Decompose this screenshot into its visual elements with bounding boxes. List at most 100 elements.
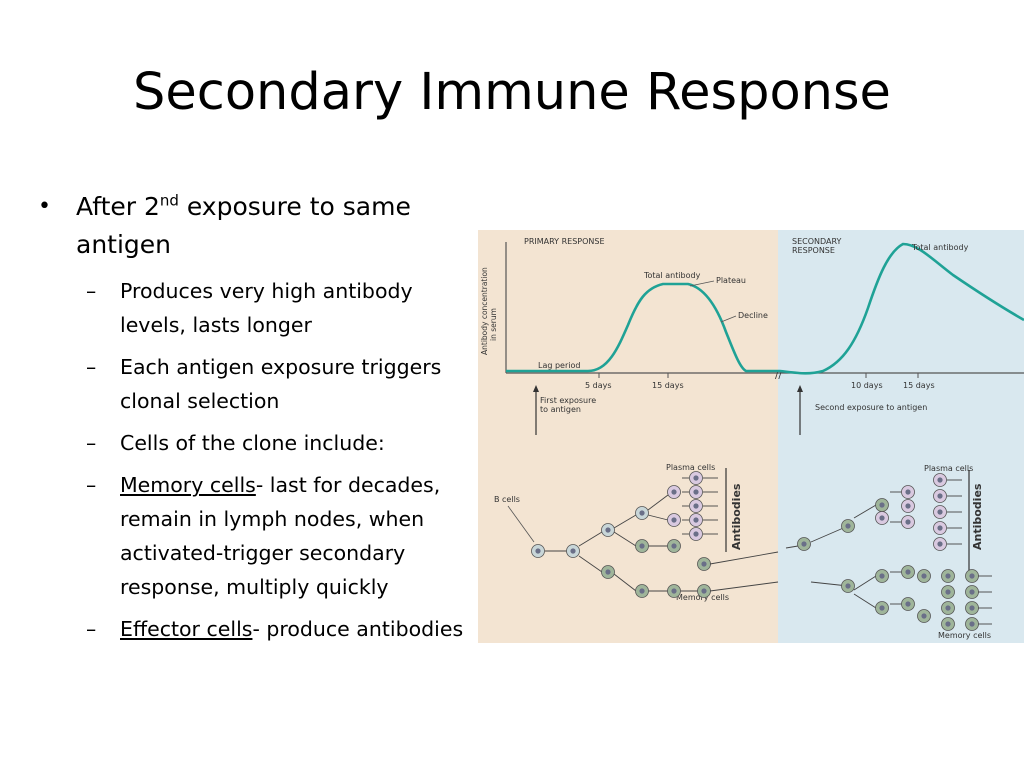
b-cell-nucleus xyxy=(639,510,645,516)
plasma-cell-nucleus xyxy=(693,517,699,523)
memory-cell-nucleus xyxy=(969,573,975,579)
b-cell-nucleus xyxy=(535,548,541,554)
sub-bullet-item: –Produces very high antibody levels, las… xyxy=(30,274,480,342)
memory-cell-nucleus xyxy=(969,605,975,611)
immune-response-figure: // PRIMARY RESPONSE SECONDARY RESPONSE A… xyxy=(478,230,1024,643)
second-exposure-arrowhead xyxy=(797,385,803,392)
bullet-list: • After 2nd exposure to same antigen –Pr… xyxy=(30,188,480,654)
bullet-dot-icon: • xyxy=(38,194,51,219)
plasma-cells-label-secondary: Plasma cells xyxy=(924,464,973,473)
lineage-arrow xyxy=(613,573,637,592)
memory-cells-label-secondary: Memory cells xyxy=(938,631,991,640)
memory-cell-nucleus xyxy=(639,543,645,549)
decline-pointer xyxy=(720,315,737,323)
memory-cell-nucleus xyxy=(969,589,975,595)
tick-label-5-days: 5 days xyxy=(585,381,612,390)
plasma-cell-nucleus xyxy=(937,541,943,547)
dash-icon: – xyxy=(86,355,97,379)
lineage-arrow xyxy=(647,514,669,521)
memory-cell-nucleus xyxy=(879,573,885,579)
memory-cell-nucleus xyxy=(945,573,951,579)
plasma-cells-label-primary: Plasma cells xyxy=(666,463,715,472)
memory-cell-nucleus xyxy=(879,605,885,611)
lineage-arrow xyxy=(853,593,877,609)
memory-cell-nucleus xyxy=(905,601,911,607)
lineage-arrow xyxy=(578,531,603,547)
sub-bullet-text: Cells of the clone include: xyxy=(120,431,385,455)
b-cell-nucleus xyxy=(570,548,576,554)
break-mark: // xyxy=(775,370,782,381)
antibodies-label-secondary: Antibodies xyxy=(971,483,984,550)
secondary-response-label-1: SECONDARY xyxy=(792,237,842,246)
b-cells-pointer xyxy=(507,505,535,543)
sub-bullet-item: –Effector cells- produce antibodies xyxy=(30,612,480,646)
lineage-arrow xyxy=(785,545,799,549)
memory-cell-nucleus xyxy=(921,613,927,619)
primary-panel-bg xyxy=(478,230,778,643)
lineage-arrow xyxy=(853,575,877,591)
antibodies-label-primary: Antibodies xyxy=(730,483,743,550)
plasma-cell-nucleus xyxy=(693,489,699,495)
secondary-response-label-2: RESPONSE xyxy=(792,246,835,255)
sub-bullet-item: –Cells of the clone include: xyxy=(30,426,480,460)
primary-response-label: PRIMARY RESPONSE xyxy=(524,237,605,246)
memory-cell-nucleus xyxy=(701,588,707,594)
first-exposure-label-2: to antigen xyxy=(540,405,581,414)
plasma-cell-nucleus xyxy=(693,475,699,481)
memory-cell-nucleus xyxy=(945,589,951,595)
bullet-text-before: After 2 xyxy=(76,192,160,221)
figure-svg: // PRIMARY RESPONSE SECONDARY RESPONSE A… xyxy=(478,230,1024,643)
sub-bullet-text: - produce antibodies xyxy=(252,617,464,641)
memory-cell-nucleus xyxy=(845,583,851,589)
memory-cell-nucleus xyxy=(921,573,927,579)
plasma-cell-nucleus xyxy=(905,503,911,509)
first-exposure-label-1: First exposure xyxy=(540,396,596,405)
antibodies-text-secondary: Antibodies xyxy=(971,483,984,550)
y-axis-label: Antibody concentration in serum xyxy=(480,267,498,355)
plasma-cell-nucleus xyxy=(937,509,943,515)
sub-bullet-list: –Produces very high antibody levels, las… xyxy=(30,274,480,646)
plasma-cell-nucleus xyxy=(937,477,943,483)
memory-cell-nucleus xyxy=(969,621,975,627)
cell-lineage-diagram xyxy=(531,471,992,631)
memory-cell-nucleus xyxy=(671,588,677,594)
plasma-cell-nucleus xyxy=(905,519,911,525)
y-axis-label-1: Antibody concentration xyxy=(480,267,489,355)
plasma-cell-nucleus xyxy=(937,525,943,531)
secondary-panel-bg xyxy=(778,230,1024,643)
sub-bullet-text: Each antigen exposure triggers clonal se… xyxy=(120,355,442,413)
plasma-cell-nucleus xyxy=(693,503,699,509)
total-antibody-label-primary: Total antibody xyxy=(643,271,701,280)
main-bullet: • After 2nd exposure to same antigen xyxy=(30,188,480,264)
memory-cell-nucleus xyxy=(945,621,951,627)
sub-bullet-term: Effector cells xyxy=(120,617,253,641)
memory-cell-nucleus xyxy=(701,561,707,567)
lineage-arrow xyxy=(613,514,637,529)
memory-cell-nucleus xyxy=(639,588,645,594)
dash-icon: – xyxy=(86,279,97,303)
memory-cell-nucleus xyxy=(879,502,885,508)
lag-period-label: Lag period xyxy=(538,361,580,370)
sub-bullet-text: Produces very high antibody levels, last… xyxy=(120,279,413,337)
memory-cell-nucleus xyxy=(905,569,911,575)
b-cell-nucleus xyxy=(605,527,611,533)
tick-label-15-days-2: 15 days xyxy=(903,381,935,390)
sub-bullet-text: - last for decades, remain in lymph node… xyxy=(120,473,441,599)
plasma-cell-nucleus xyxy=(937,493,943,499)
memory-cell-nucleus xyxy=(845,523,851,529)
antibody-curve xyxy=(506,242,1024,375)
antibodies-text-primary: Antibodies xyxy=(730,483,743,550)
sub-bullet-term: Memory cells xyxy=(120,473,256,497)
lineage-arrow xyxy=(853,504,877,519)
sub-bullet-item: –Memory cells- last for decades, remain … xyxy=(30,468,480,604)
total-antibody-label-secondary: Total antibody xyxy=(911,243,969,252)
memory-cell-nucleus xyxy=(671,543,677,549)
plasma-cell-nucleus xyxy=(879,515,885,521)
sub-bullet-item: –Each antigen exposure triggers clonal s… xyxy=(30,350,480,418)
lineage-arrow xyxy=(613,531,637,547)
dash-icon: – xyxy=(86,431,97,455)
b-cells-label: B cells xyxy=(494,495,520,504)
plateau-label: Plateau xyxy=(716,276,746,285)
lineage-arrow xyxy=(647,494,669,511)
slide-title: Secondary Immune Response xyxy=(133,63,891,122)
